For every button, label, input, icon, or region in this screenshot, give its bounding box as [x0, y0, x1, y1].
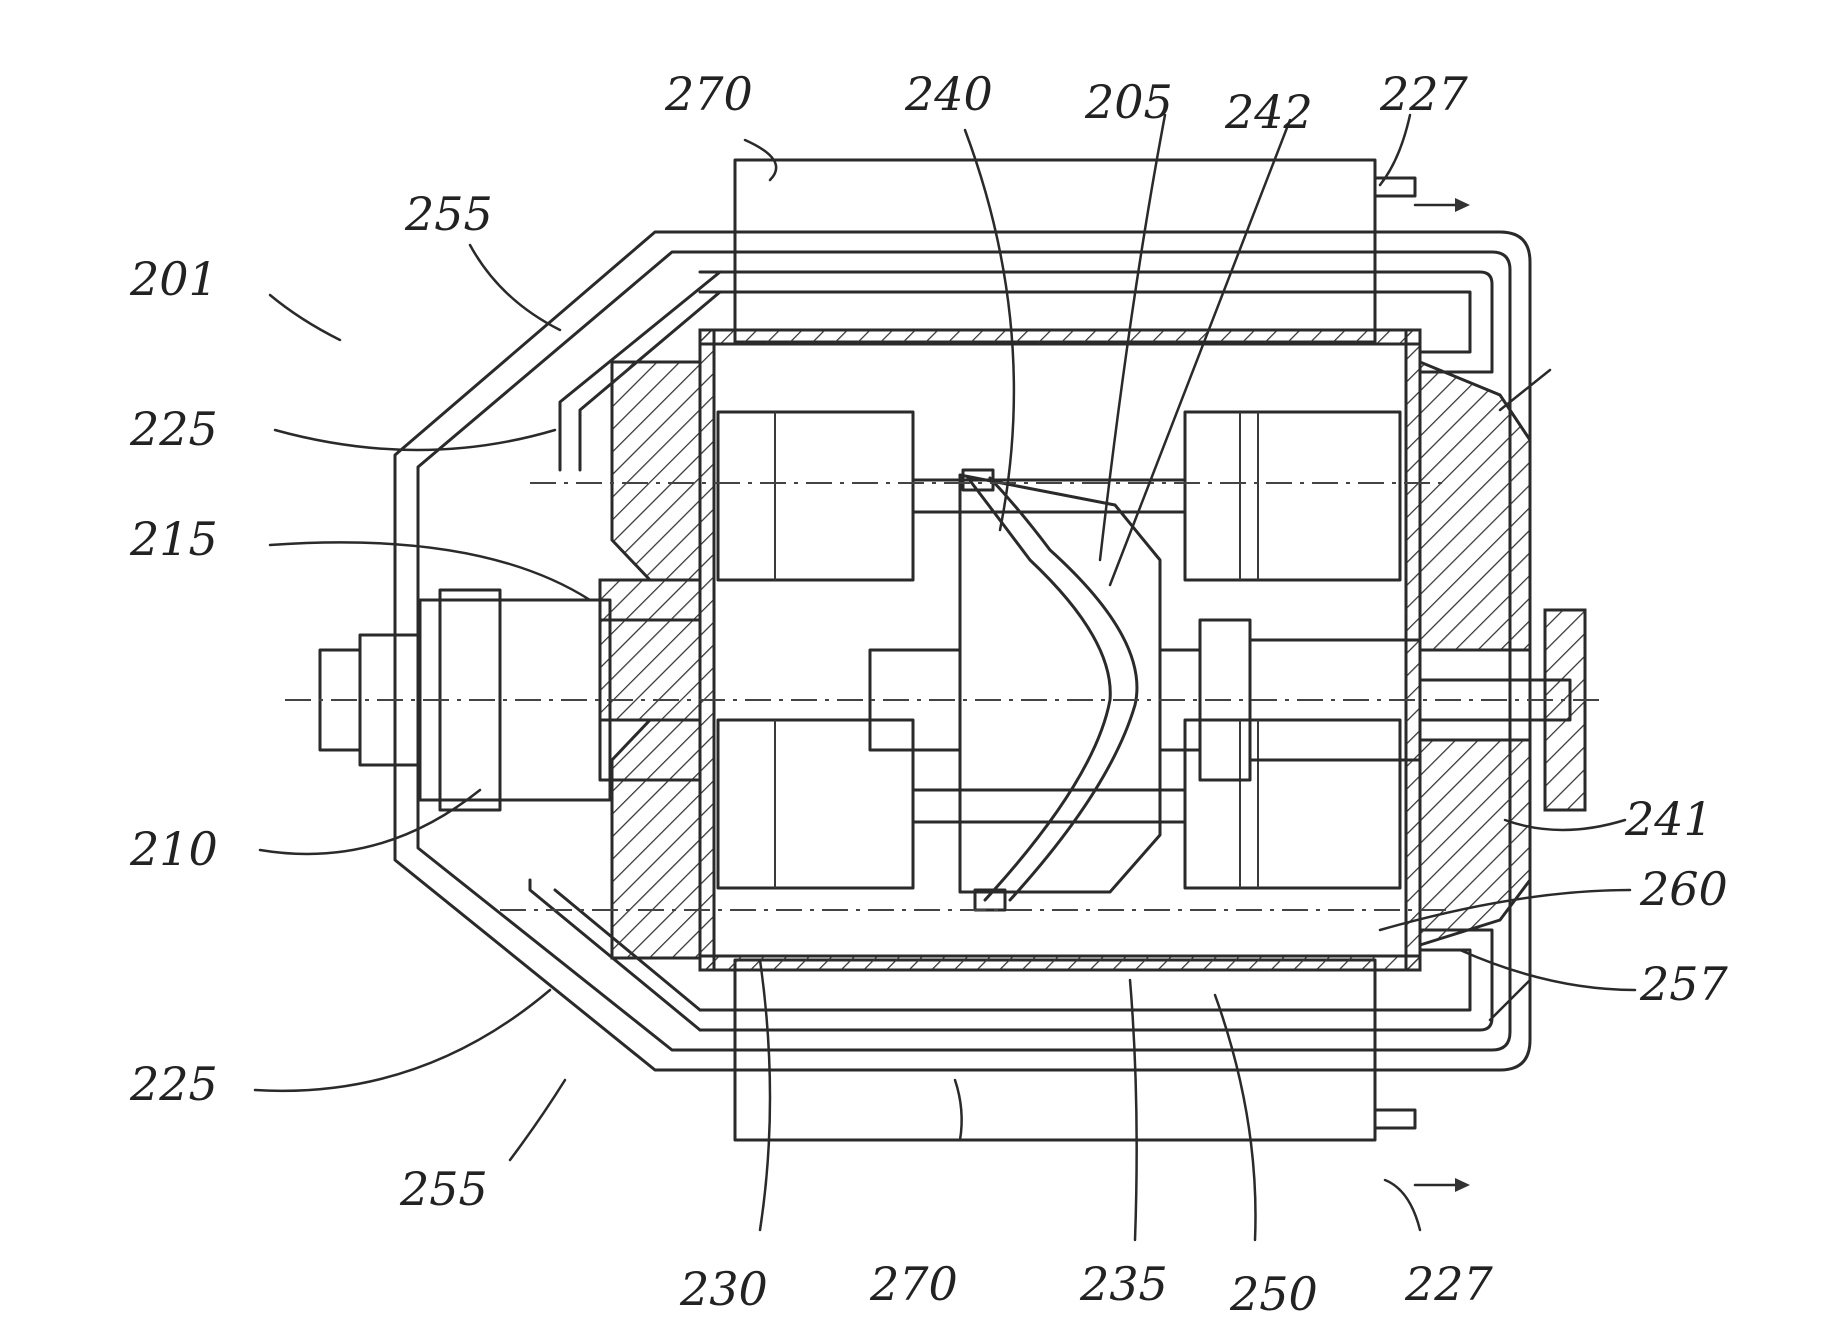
right-end-plate: [1420, 362, 1585, 945]
label-270-bottom: 270: [869, 1257, 958, 1311]
stator-housing: [735, 160, 1415, 1140]
reference-labels: 201 255 225 215 210 225 255 270 240 205 …: [129, 67, 1729, 1321]
label-255-top: 255: [404, 187, 493, 241]
label-255-bottom: 255: [399, 1162, 488, 1216]
label-241: 241: [1624, 792, 1713, 846]
label-227-top: 227: [1379, 67, 1469, 121]
label-235: 235: [1079, 1257, 1168, 1311]
main-cylinder: [700, 330, 1420, 970]
label-205: 205: [1084, 75, 1173, 129]
label-201: 201: [129, 252, 218, 306]
label-225-top: 225: [129, 402, 218, 456]
label-260: 260: [1639, 862, 1728, 916]
label-215: 215: [129, 512, 218, 566]
left-end-plate: [600, 362, 700, 958]
label-257: 257: [1639, 957, 1729, 1011]
label-240: 240: [904, 67, 993, 121]
label-227-bottom: 227: [1404, 1257, 1494, 1311]
label-230: 230: [679, 1262, 768, 1316]
label-225-bottom: 225: [129, 1057, 218, 1111]
label-270-top: 270: [664, 67, 753, 121]
label-210: 210: [129, 822, 218, 876]
outer-housing: [395, 232, 1530, 1070]
label-250: 250: [1229, 1267, 1318, 1321]
label-242: 242: [1224, 85, 1313, 139]
